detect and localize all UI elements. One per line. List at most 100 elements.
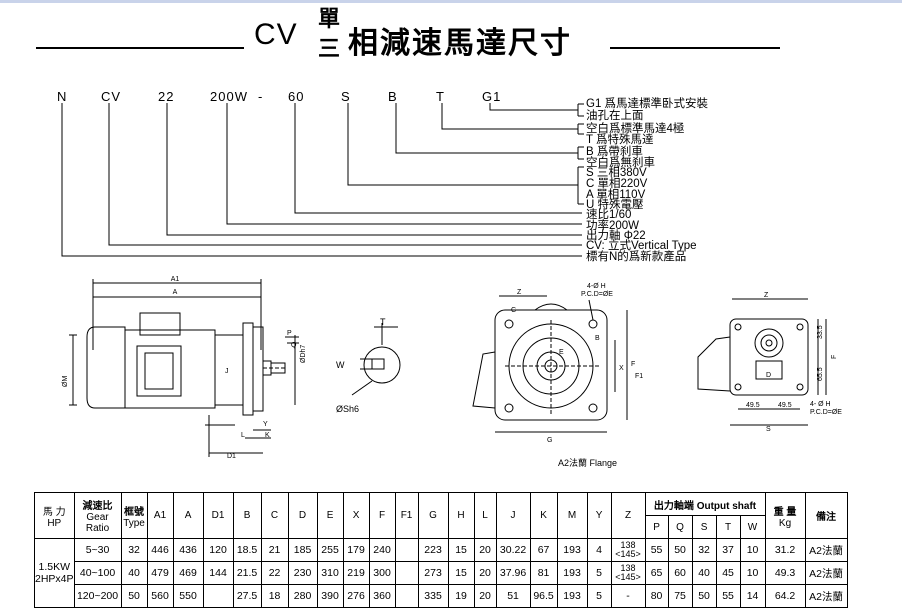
- code-cv: CV: [101, 89, 122, 104]
- cell-d1: 120: [202, 538, 234, 562]
- header-b: B: [232, 492, 262, 539]
- cell-q: 60: [667, 561, 693, 585]
- cell-w: 10: [739, 538, 766, 562]
- cell-type: 32: [120, 538, 148, 562]
- flange-view-drawing: Z C 4-Ø H P.C.D=ØE B E X F F1 G: [472, 283, 643, 444]
- desc-power: 功率200W: [586, 220, 640, 232]
- label-foot-s: S: [766, 426, 771, 433]
- cell-y: 4: [586, 538, 612, 562]
- cell-d1: 144: [202, 561, 234, 585]
- label-dh7: ØDh7: [300, 345, 307, 363]
- cell-e: 255: [316, 538, 344, 562]
- cell-weight: 31.2: [764, 538, 806, 562]
- side-view-drawing: A1 A P Q ØDh7 ØM J Y L K D1: [62, 276, 307, 460]
- desc-std-motor: 空白爲標準馬達4極: [586, 123, 685, 135]
- top-border: [0, 0, 902, 3]
- label-foot-w2: 49.5: [778, 402, 792, 409]
- header-k: K: [529, 492, 558, 539]
- cell-a1: 560: [146, 584, 174, 608]
- cell-z: 138<145>: [610, 538, 646, 562]
- cell-f: 300: [368, 561, 396, 585]
- code-dash: -: [258, 89, 264, 104]
- cell-m: 193: [556, 538, 588, 562]
- header-l: L: [473, 492, 497, 539]
- label-q: Q: [291, 342, 297, 349]
- cell-a1: 479: [146, 561, 174, 585]
- cell-f1: [394, 561, 419, 585]
- code-power: 200W: [210, 89, 248, 104]
- cell-e: 310: [316, 561, 344, 585]
- cell-t: 55: [715, 584, 741, 608]
- cell-ratio: 5~30: [73, 538, 122, 562]
- cell-weight: 64.2: [764, 584, 806, 608]
- table-subheader-row: P Q S T W: [35, 515, 848, 539]
- label-k: K: [265, 432, 270, 439]
- cell-k: 67: [529, 538, 558, 562]
- cell-k: 81: [529, 561, 558, 585]
- header-m: M: [556, 492, 588, 539]
- cell-c: 21: [260, 538, 289, 562]
- header-a1: A1: [146, 492, 174, 539]
- cell-p: 80: [644, 584, 669, 608]
- header-a: A: [172, 492, 204, 539]
- header-c: C: [260, 492, 289, 539]
- header-w: W: [739, 515, 766, 539]
- cell-note: A2法蘭: [804, 584, 848, 608]
- label-foot-33: 33.5: [817, 325, 824, 339]
- cell-j: 37.96: [495, 561, 531, 585]
- label-d1: D1: [227, 453, 236, 460]
- desc-a: A 單相110V: [586, 189, 646, 201]
- cell-f: 240: [368, 538, 396, 562]
- header-t: T: [715, 515, 741, 539]
- cell-t: 37: [715, 538, 741, 562]
- header-q: Q: [667, 515, 693, 539]
- cell-k: 96.5: [529, 584, 558, 608]
- label-sh6: ØSh6: [336, 404, 359, 414]
- code-brake: B: [388, 89, 398, 104]
- shaft-section-drawing: T W ØSh6: [336, 317, 401, 414]
- label-m: ØM: [62, 376, 69, 387]
- cell-h: 15: [447, 538, 475, 562]
- desc-special-motor: T 爲特殊馬達: [586, 134, 654, 146]
- cell-t: 45: [715, 561, 741, 585]
- title-rule-right: [610, 47, 780, 49]
- desc-ratio: 速比1/60: [586, 209, 632, 221]
- desc-s: S 三相380V: [586, 167, 647, 179]
- label-t: T: [380, 317, 386, 327]
- header-f1: F1: [394, 492, 419, 539]
- cell-w: 10: [739, 561, 766, 585]
- label-g: G: [547, 437, 552, 444]
- header-y: Y: [586, 492, 612, 539]
- label-j: J: [225, 368, 229, 375]
- cell-w: 14: [739, 584, 766, 608]
- page-title: CV 單 三 相減速馬達尺寸: [0, 4, 902, 64]
- desc-brake: B 爲帶刹車: [586, 146, 643, 158]
- label-pcd: P.C.D=ØE: [581, 291, 613, 298]
- cell-m: 193: [556, 561, 588, 585]
- title-stack: 單 三: [314, 4, 344, 64]
- header-s: S: [691, 515, 717, 539]
- label-b: B: [595, 335, 600, 342]
- header-output-shaft: 出力軸端 Output shaft: [644, 492, 766, 516]
- cell-b: 18.5: [232, 538, 262, 562]
- label-holes: 4-Ø H: [587, 283, 606, 290]
- cell-x: 179: [342, 538, 370, 562]
- label-e: E: [559, 349, 564, 356]
- label-c: C: [511, 307, 516, 314]
- code-n: N: [57, 89, 68, 104]
- cell-d: 280: [287, 584, 318, 608]
- cell-q: 50: [667, 538, 693, 562]
- cell-m: 193: [556, 584, 588, 608]
- label-y: Y: [263, 421, 268, 428]
- cell-y: 5: [586, 584, 612, 608]
- header-d: D: [287, 492, 318, 539]
- header-z: Z: [610, 492, 646, 539]
- cell-a: 469: [172, 561, 204, 585]
- label-foot-d: D: [766, 372, 771, 379]
- label-f: F: [631, 361, 635, 368]
- cell-s: 40: [691, 561, 717, 585]
- header-g: G: [417, 492, 449, 539]
- cell-g: 273: [417, 561, 449, 585]
